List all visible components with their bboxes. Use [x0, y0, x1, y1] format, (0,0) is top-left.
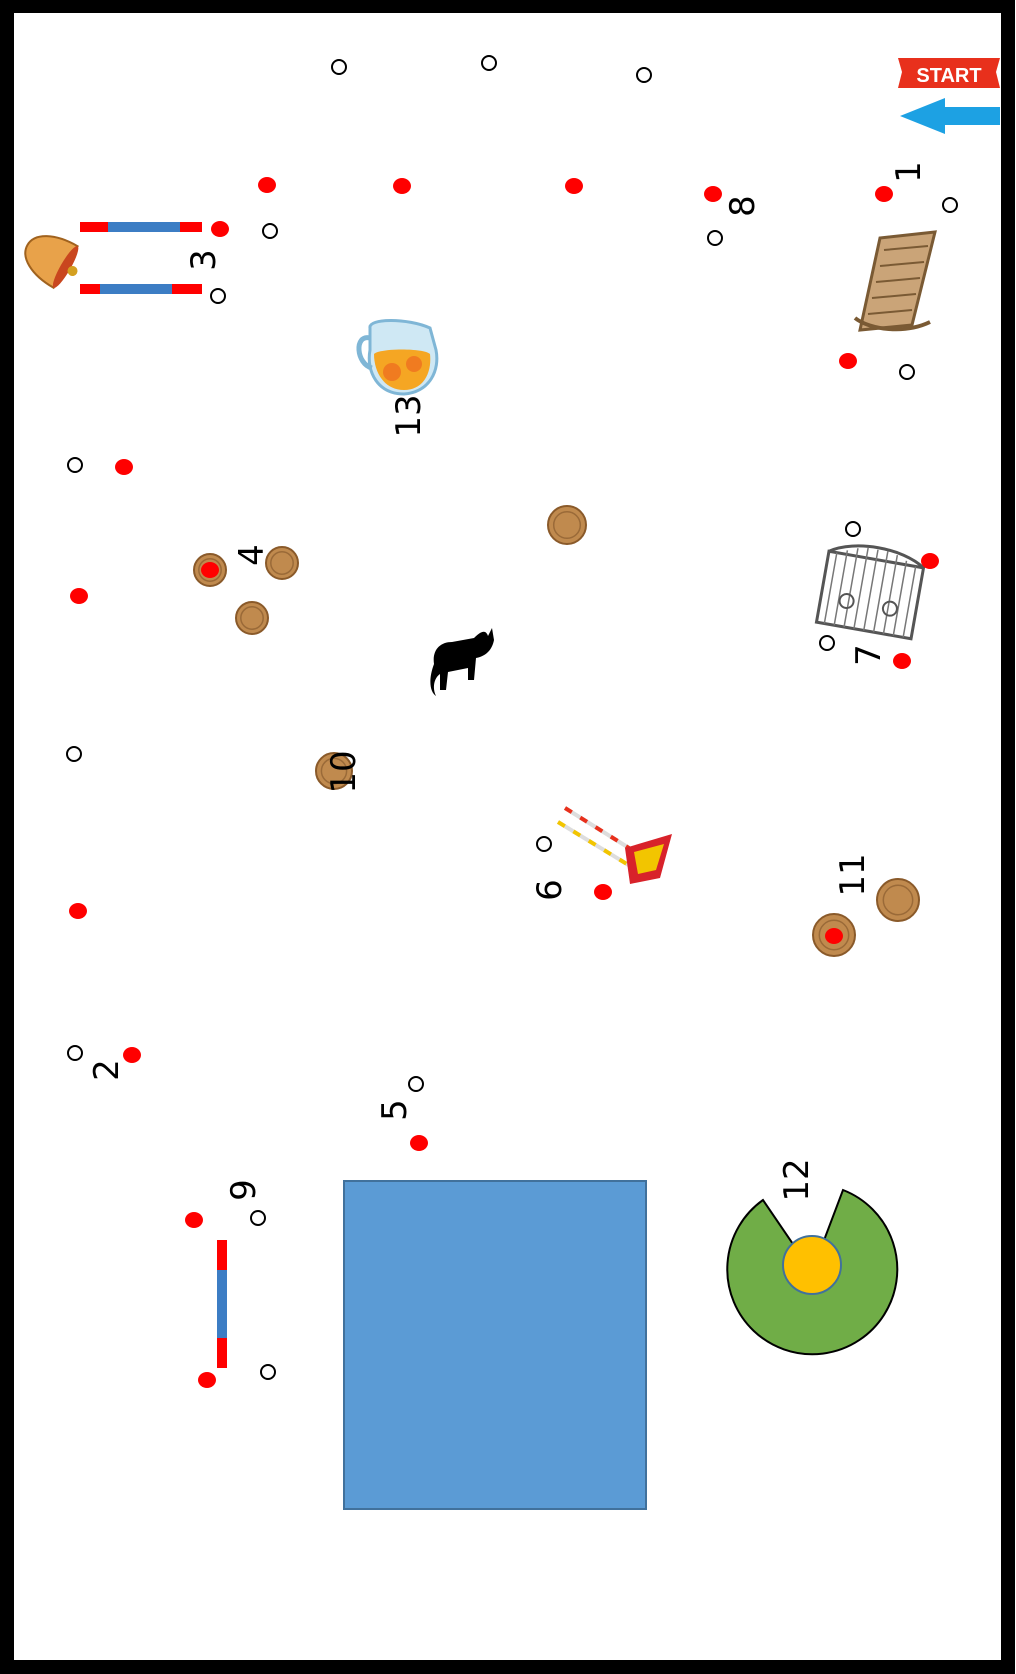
open-marker: [67, 747, 81, 761]
obstacle-number-label: 13: [389, 394, 429, 437]
start-label: START: [916, 65, 981, 87]
obstacle-number-label: 4: [232, 544, 272, 566]
obstacle-number-label: 10: [324, 750, 364, 793]
open-marker: [68, 458, 82, 472]
red-marker: [565, 178, 583, 194]
red-marker: [704, 186, 722, 202]
obstacle-number-label: 12: [777, 1158, 817, 1201]
red-marker: [69, 903, 87, 919]
jump-pole-9: [217, 1240, 227, 1368]
open-marker: [68, 1046, 82, 1060]
red-marker: [594, 884, 612, 900]
red-marker: [393, 178, 411, 194]
red-marker: [185, 1212, 203, 1228]
red-marker: [921, 553, 939, 569]
red-marker: [875, 186, 893, 202]
obstacle-number-label: 3: [184, 249, 224, 271]
obstacle-number-label: 2: [87, 1059, 127, 1081]
red-marker: [410, 1135, 428, 1151]
open-marker: [263, 224, 277, 238]
pool-area: [344, 1181, 646, 1509]
red-marker: [825, 928, 843, 944]
red-marker: [70, 588, 88, 604]
open-marker: [332, 60, 346, 74]
red-marker: [201, 562, 219, 578]
obstacle-number-label: 5: [375, 1099, 415, 1121]
open-marker: [211, 289, 225, 303]
obstacle-number-label: 1: [889, 161, 929, 183]
open-marker: [537, 837, 551, 851]
open-marker: [708, 231, 722, 245]
obstacle-number-label: 11: [833, 853, 873, 896]
open-marker: [846, 522, 860, 536]
open-marker: [820, 636, 834, 650]
obstacle-number-label: 9: [224, 1179, 264, 1201]
start-banner: START: [898, 58, 1000, 88]
obstacle-number-label: 6: [530, 879, 570, 901]
open-marker: [409, 1077, 423, 1091]
barrel-icon: [236, 602, 268, 634]
open-marker: [482, 56, 496, 70]
barrel-icon: [548, 506, 586, 544]
open-marker: [900, 365, 914, 379]
red-marker: [839, 353, 857, 369]
open-marker: [251, 1211, 265, 1225]
red-marker: [198, 1372, 216, 1388]
red-marker: [211, 221, 229, 237]
red-marker: [258, 177, 276, 193]
barrel-icon: [877, 879, 919, 921]
open-marker: [943, 198, 957, 212]
open-marker: [637, 68, 651, 82]
open-marker: [261, 1365, 275, 1379]
red-marker: [893, 653, 911, 669]
red-marker: [115, 459, 133, 475]
obstacle-number-label: 8: [723, 195, 763, 217]
obstacle-number-label: 7: [849, 644, 889, 666]
